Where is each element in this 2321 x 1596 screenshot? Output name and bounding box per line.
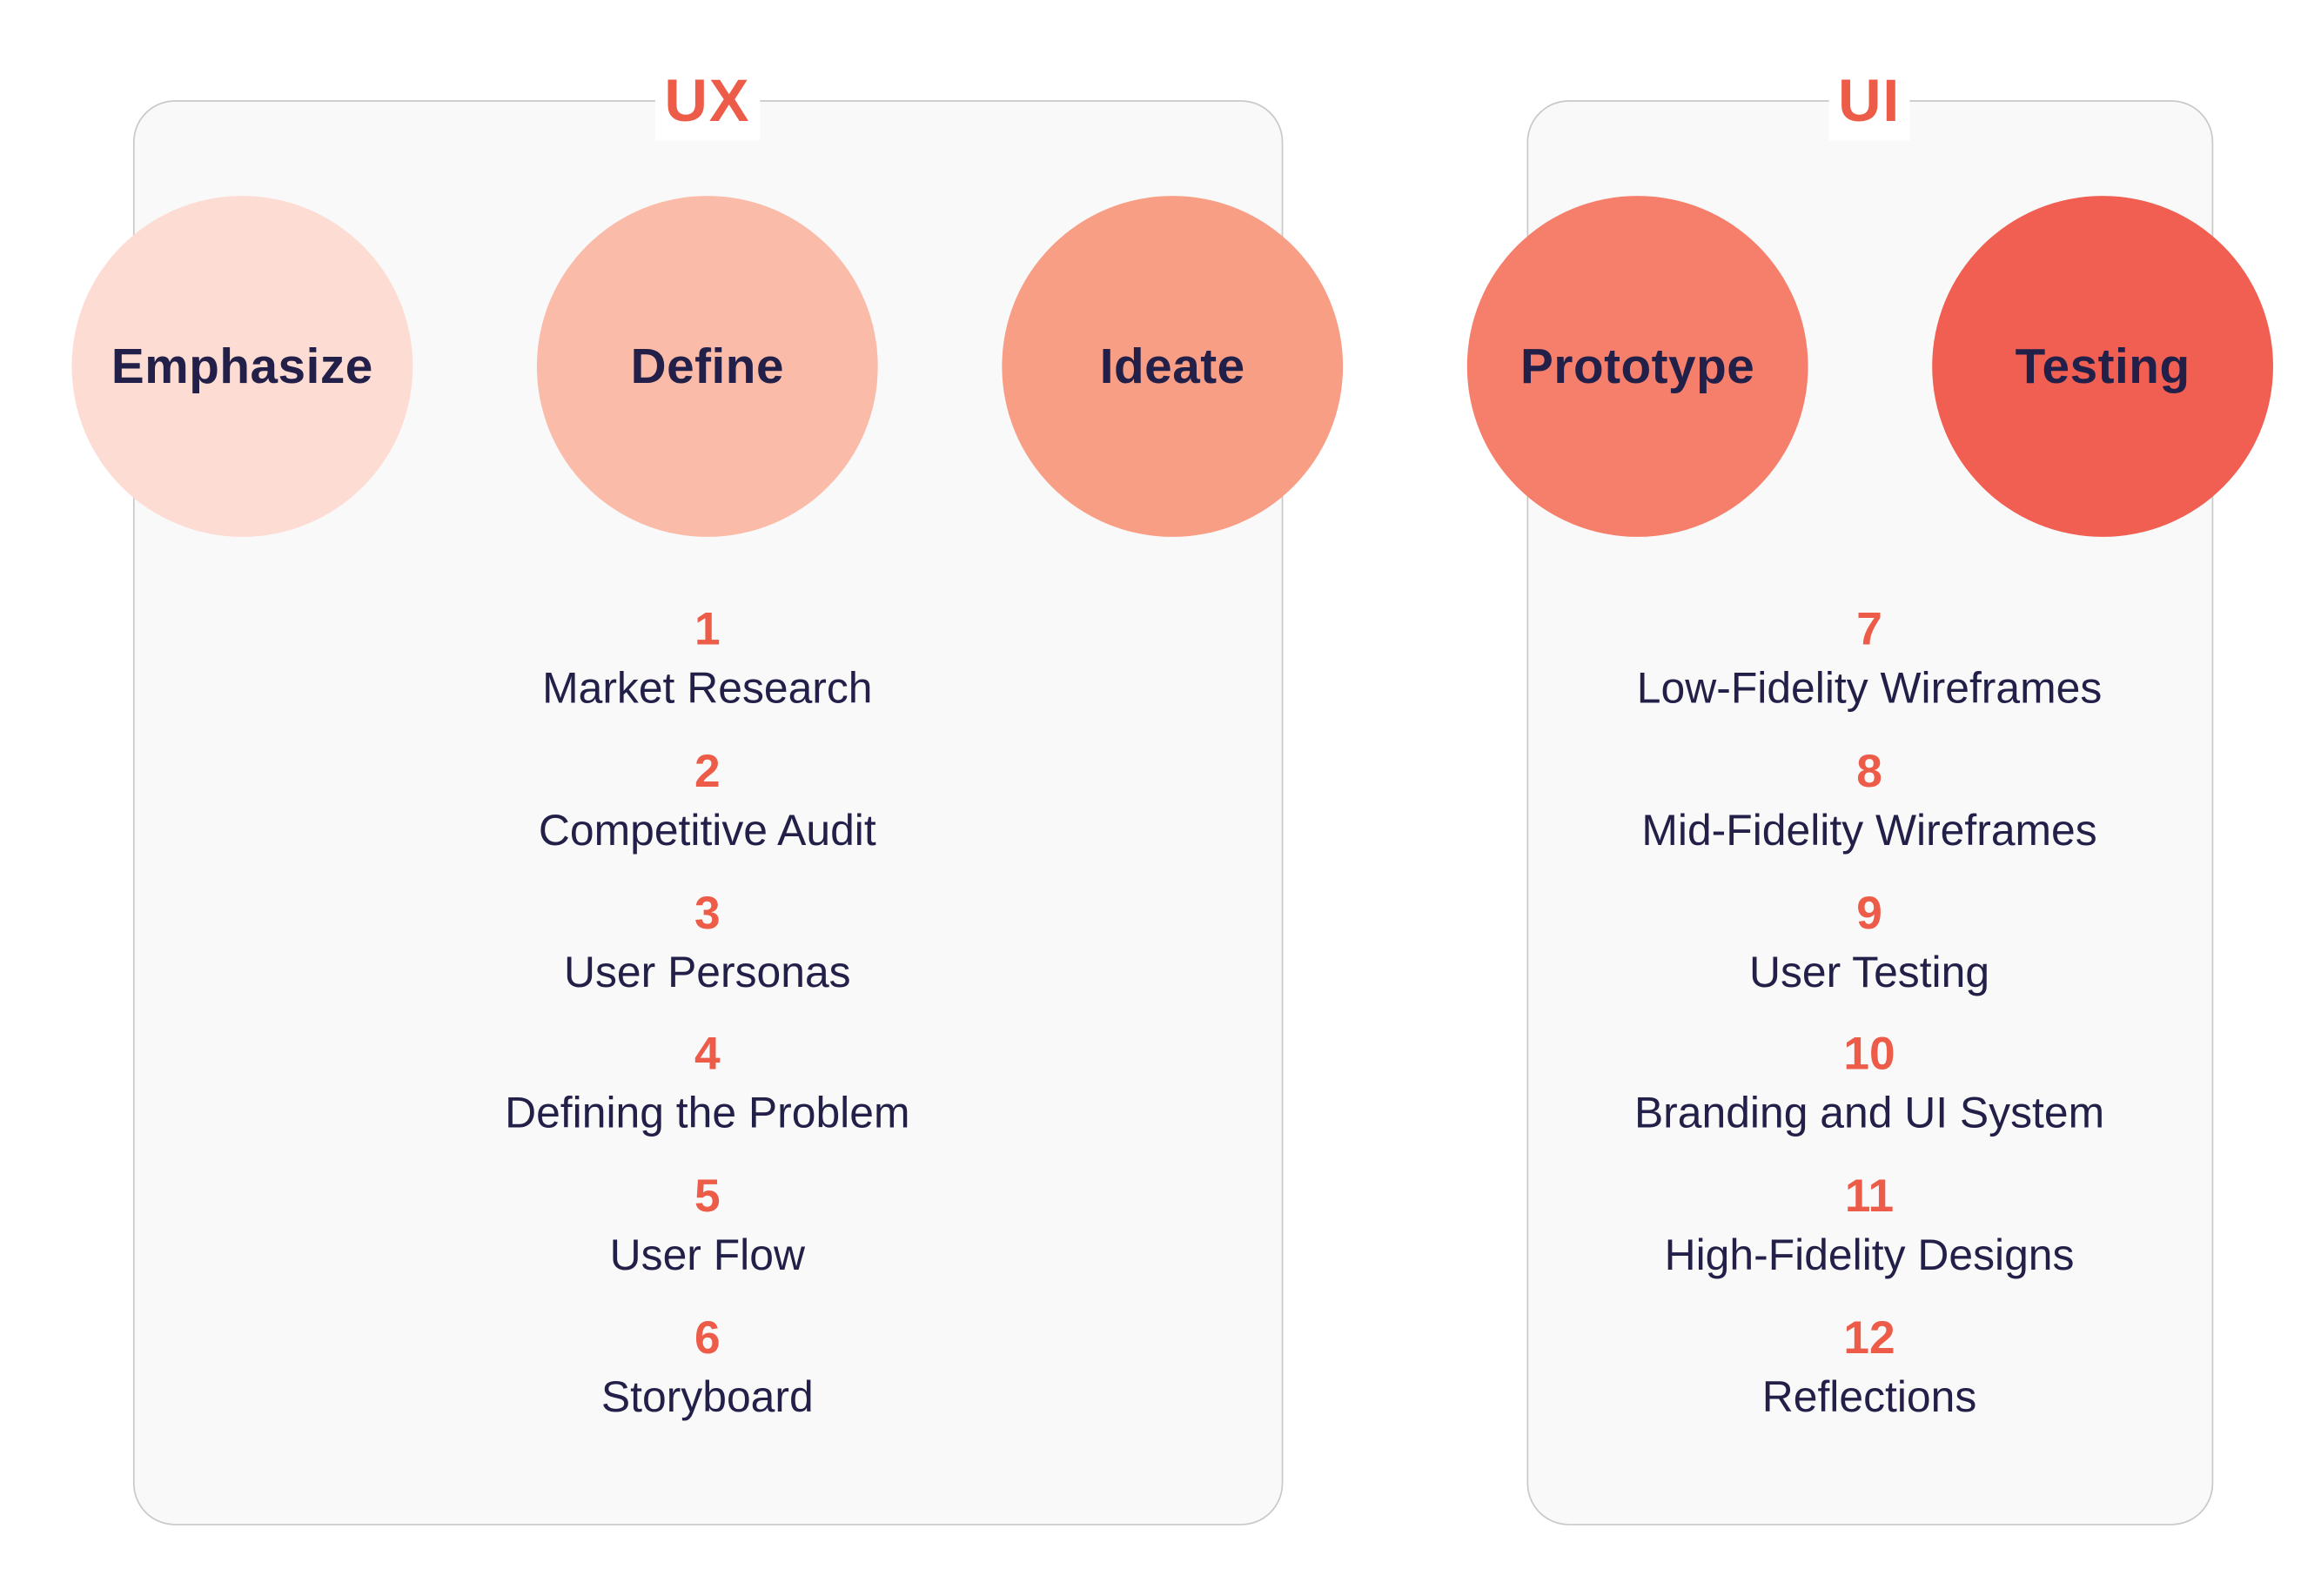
step-number: 3 [694,886,721,939]
step-item: 10 Branding and UI System [1526,1023,2213,1165]
step-label: Market Research [542,665,873,714]
step-label: Reflections [1761,1374,1977,1423]
step-label: User Personas [564,949,851,997]
step-item: 3 User Personas [364,882,1051,1023]
stage-circle-emphasize: Emphasize [71,196,413,537]
step-label: Low-Fidelity Wireframes [1636,665,2103,714]
step-item: 5 User Flow [364,1165,1051,1307]
step-item: 7 Low-Fidelity Wireframes [1526,598,2213,740]
step-number: 2 [694,744,721,797]
step-number: 12 [1843,1311,1895,1365]
step-item: 11 High-Fidelity Designs [1526,1165,2213,1307]
step-item: 4 Defining the Problem [364,1023,1051,1165]
step-number: 7 [1856,602,1882,655]
step-label: Branding and UI System [1633,1090,2105,1139]
stage-circle-testing: Testing [1932,196,2273,537]
step-label: High-Fidelity Designs [1664,1232,2075,1281]
step-label: Storyboard [600,1374,814,1423]
ui-panel-title: UI [1828,63,1910,141]
step-item: 8 Mid-Fidelity Wireframes [1526,740,2213,882]
step-label: User Testing [1748,949,1990,997]
stage-label: Ideate [1099,338,1245,393]
ui-step-list: 7 Low-Fidelity Wireframes 8 Mid-Fidelity… [1526,598,2213,1448]
step-item: 1 Market Research [364,598,1051,740]
step-item: 2 Competitive Audit [364,740,1051,882]
step-number: 1 [694,602,721,655]
step-label: User Flow [609,1232,805,1281]
step-number: 10 [1843,1028,1895,1081]
step-item: 9 User Testing [1526,882,2213,1023]
step-number: 6 [694,1311,721,1365]
ux-step-list: 1 Market Research 2 Competitive Audit 3 … [364,598,1051,1448]
step-label: Mid-Fidelity Wireframes [1641,807,2097,855]
step-item: 6 Storyboard [364,1307,1051,1449]
stage-circle-define: Define [536,196,878,537]
step-label: Defining the Problem [505,1090,910,1139]
step-label: Competitive Audit [538,807,876,855]
step-number: 4 [694,1028,721,1081]
step-number: 9 [1856,886,1882,939]
stage-circle-ideate: Ideate [1002,196,1344,537]
stage-label: Prototype [1520,338,1755,393]
stage-circle-prototype: Prototype [1466,196,1808,537]
stage-label: Testing [2015,338,2190,393]
step-number: 8 [1856,744,1882,797]
step-item: 12 Reflections [1526,1307,2213,1449]
stage-label: Emphasize [111,338,373,393]
step-number: 5 [694,1170,721,1223]
ux-panel-title: UX [655,63,760,141]
stage-label: Define [630,338,785,393]
step-number: 11 [1844,1170,1895,1223]
